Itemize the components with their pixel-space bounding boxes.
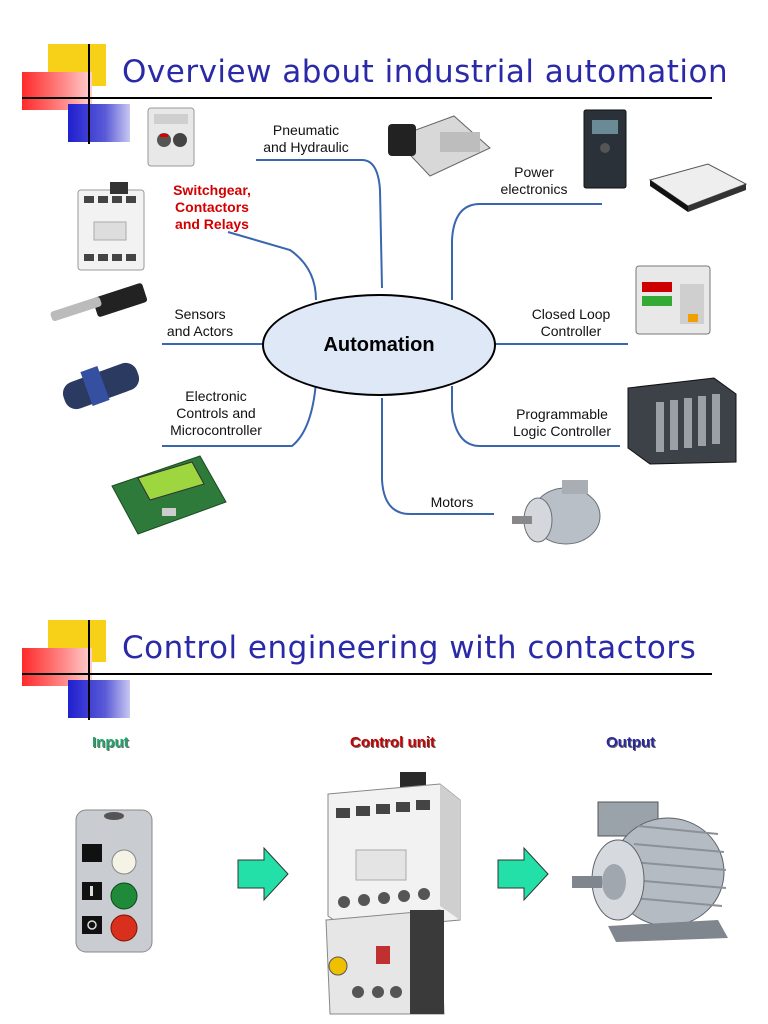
label-power-line1: Power (514, 164, 554, 180)
slide-title: Overview about industrial automation (122, 54, 729, 90)
switch-device-image (147, 107, 195, 167)
header-deco-red (22, 72, 92, 110)
header-deco-hline (22, 97, 712, 99)
header2-deco-red (22, 648, 92, 686)
header2-deco-blue (68, 680, 130, 718)
label-motors: Motors (418, 494, 486, 511)
label-electronic-line3: Microcontroller (170, 422, 262, 438)
label-closed-loop: Closed Loop Controller (518, 306, 624, 340)
contactor-unit-image (325, 772, 461, 1015)
label-plc-line2: Logic Controller (512, 423, 612, 439)
label-power: Power electronics (486, 164, 582, 198)
label-closed-line1: Closed Loop (531, 306, 611, 322)
label-power-line2: electronics (500, 181, 568, 197)
plc-image (627, 377, 737, 465)
input-heading: Input (92, 734, 129, 751)
control-unit-heading: Control unit (350, 734, 435, 751)
label-sensors: Sensors and Actors (152, 306, 248, 340)
label-closed-line2: Controller (540, 323, 602, 339)
label-plc: Programmable Logic Controller (498, 406, 626, 440)
label-switchgear-line3: and Relays (175, 216, 249, 232)
automation-label: Automation (323, 333, 435, 356)
arrow-input-to-control (237, 846, 289, 902)
motor-small-image (512, 480, 601, 545)
slide2-title: Control engineering with contactors (122, 630, 697, 666)
header2-deco-hline (22, 673, 712, 675)
arrow-control-to-output (497, 846, 549, 902)
sensor-probe-image (50, 283, 148, 322)
output-heading: Output (606, 734, 656, 751)
label-electronic-line2: Controls and (176, 405, 256, 421)
pneumatic-valve-image (388, 115, 491, 177)
label-sensors-line2: and Actors (166, 323, 234, 339)
label-pneumatic-line1: Pneumatic (272, 122, 340, 138)
label-motors-line1: Motors (430, 494, 474, 510)
power-module-image (648, 163, 748, 212)
header-deco-vline (88, 44, 90, 144)
proximity-sensor-image (62, 362, 140, 410)
closed-loop-controller-image (635, 265, 711, 335)
label-switchgear: Switchgear, Contactors and Relays (160, 182, 264, 233)
microcontroller-board-image (111, 455, 227, 535)
label-switchgear-line1: Switchgear, (173, 182, 251, 198)
contactor-image (77, 182, 145, 271)
header-deco-blue (68, 104, 130, 142)
motor-image (572, 801, 728, 942)
mindmap-connectors (162, 159, 628, 515)
automation-ellipse: Automation (262, 294, 496, 396)
frequency-inverter-image (583, 109, 627, 189)
label-electronic-line1: Electronic (185, 388, 247, 404)
label-pneumatic-line2: and Hydraulic (263, 139, 349, 155)
label-sensors-line1: Sensors (174, 306, 226, 322)
pushbutton-box-image (75, 809, 153, 953)
label-plc-line1: Programmable (516, 406, 608, 422)
label-electronic: Electronic Controls and Microcontroller (152, 388, 280, 439)
label-switchgear-line2: Contactors (175, 199, 249, 215)
label-pneumatic: Pneumatic and Hydraulic (248, 122, 364, 156)
header2-deco-vline (88, 620, 90, 720)
